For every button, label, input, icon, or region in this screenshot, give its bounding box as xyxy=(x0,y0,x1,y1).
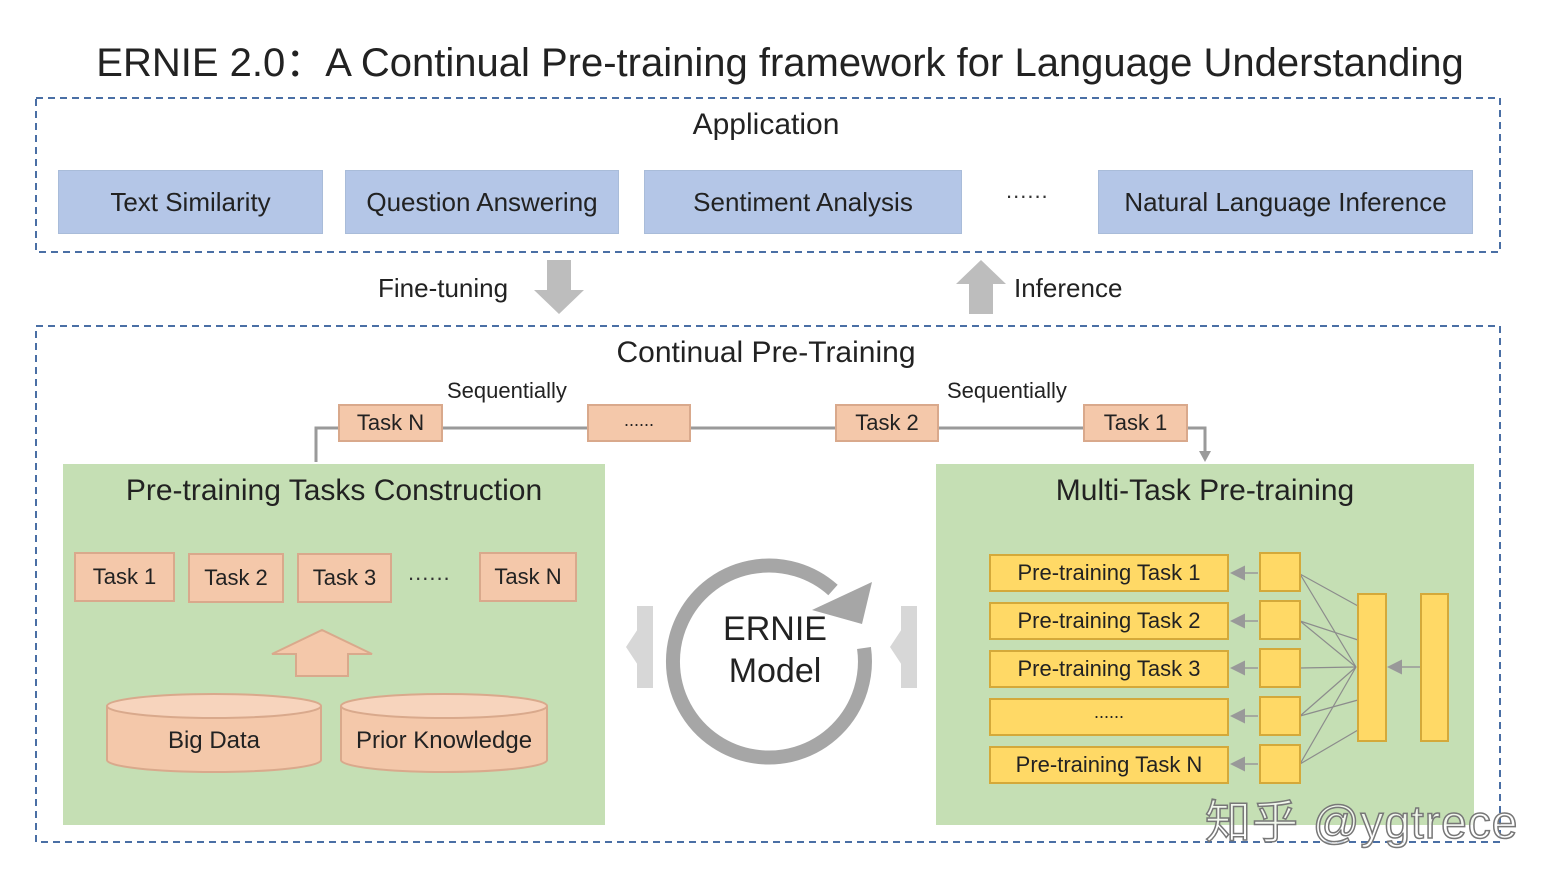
continual-title: Continual Pre-Training xyxy=(616,336,916,369)
construction-title: Pre-training Tasks Construction xyxy=(125,474,543,507)
construction-task-2: Task 2 xyxy=(188,553,284,603)
encoder-bar-2 xyxy=(1420,593,1449,742)
sequentially-label-left: Sequentially xyxy=(447,378,567,403)
multitask-task-1: Pre-training Task 1 xyxy=(989,554,1229,592)
sequence-end-arrowhead-icon xyxy=(1199,451,1211,462)
multitask-task-3: Pre-training Task 3 xyxy=(989,650,1229,688)
construction-ellipsis: ...... xyxy=(408,560,451,585)
app-task-sentiment-analysis: Sentiment Analysis xyxy=(644,170,962,234)
ernie-model-label: ERNIE Model xyxy=(700,608,850,692)
sequence-task-n: Task N xyxy=(338,404,443,442)
inference-arrow-icon xyxy=(956,260,1006,314)
construction-task-n: Task N xyxy=(479,552,577,602)
app-ellipsis: ...... xyxy=(1006,178,1049,203)
construction-task-3: Task 3 xyxy=(297,553,392,603)
left-flow-arrow-icon xyxy=(626,606,653,688)
application-title: Application xyxy=(692,108,840,141)
ernie-label-line2: Model xyxy=(728,652,822,690)
right-flow-arrow-icon xyxy=(890,606,917,688)
prior-knowledge-cylinder xyxy=(340,693,548,773)
multitask-task-n: Pre-training Task N xyxy=(989,746,1229,784)
sequence-connectors xyxy=(314,426,1207,462)
sequentially-label-right: Sequentially xyxy=(947,378,1067,403)
big-data-cylinder xyxy=(106,693,322,773)
page-title: ERNIE 2.0：A Continual Pre-training frame… xyxy=(96,41,1464,85)
continual-frame xyxy=(35,325,1501,843)
app-task-question-answering: Question Answering xyxy=(345,170,619,234)
construction-up-arrow-icon xyxy=(271,628,373,677)
application-frame xyxy=(35,97,1501,253)
multitask-task-2: Pre-training Task 2 xyxy=(989,602,1229,640)
fine-tuning-arrow-icon xyxy=(534,260,584,314)
ernie-label-line1: ERNIE xyxy=(723,610,827,648)
multitask-network xyxy=(1299,573,1359,765)
multitask-title: Multi-Task Pre-training xyxy=(1055,474,1355,507)
fine-tuning-label: Fine-tuning xyxy=(378,273,509,303)
construction-task-1: Task 1 xyxy=(74,552,175,602)
head-arrows xyxy=(1230,565,1420,772)
app-task-natural-language-inference: Natural Language Inference xyxy=(1098,170,1473,234)
sequence-task-2: Task 2 xyxy=(835,404,939,442)
watermark: 知乎 @ygtrece xyxy=(1204,795,1519,849)
app-task-text-similarity: Text Similarity xyxy=(58,170,323,234)
sequence-ellipsis: ...... xyxy=(587,404,691,442)
ernie-cycle-icon xyxy=(665,558,872,765)
multitask-heads xyxy=(1259,552,1301,784)
big-data-label: Big Data xyxy=(167,727,261,754)
encoder-bar-1 xyxy=(1357,593,1387,742)
sequence-task-1: Task 1 xyxy=(1083,404,1188,442)
multitask-ellipsis: ...... xyxy=(989,698,1229,736)
prior-knowledge-label: Prior Knowledge xyxy=(355,727,533,754)
inference-label: Inference xyxy=(1014,273,1123,303)
